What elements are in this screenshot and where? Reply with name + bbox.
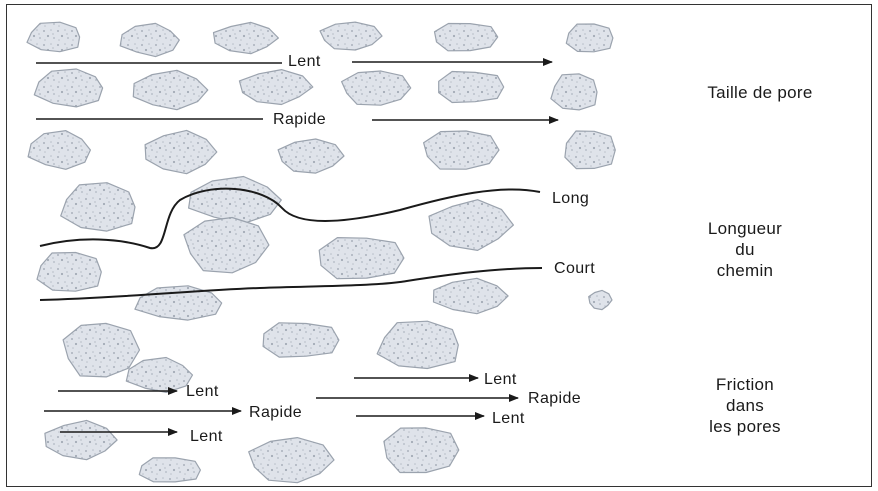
sediment-grain (214, 22, 279, 53)
path-length-line-1: Longueur (680, 218, 810, 239)
sediment-grain (551, 74, 597, 110)
sediment-grain (263, 323, 339, 357)
sediment-grain (139, 458, 200, 482)
sediment-grain (565, 131, 615, 169)
sediment-grain (239, 70, 312, 105)
sediment-grain (189, 177, 282, 224)
sediment-grain (278, 139, 344, 173)
long-path-label: Long (552, 190, 589, 207)
sediment-grain (439, 72, 504, 103)
sediment-grain (384, 428, 459, 473)
sediment-grain (429, 200, 513, 251)
path-length-line-2: du (680, 239, 810, 260)
friction-line-1: Friction (680, 374, 810, 395)
sediment-grain (435, 24, 498, 51)
sediment-grain (589, 290, 612, 309)
sediment-grain (566, 24, 613, 52)
slow-arrow-label: Lent (288, 53, 321, 70)
sediment-grain (37, 253, 101, 292)
friction-fast-label-right: Rapide (528, 390, 581, 407)
sediment-grain (424, 131, 499, 169)
sediment-grain (45, 420, 117, 459)
sediment-grain (126, 358, 192, 393)
short-path-label: Court (554, 260, 595, 277)
sediment-grain (28, 131, 90, 170)
sediment-grain (319, 238, 404, 279)
friction-slow-label-top-right: Lent (484, 371, 517, 388)
sediment-grain (34, 69, 102, 107)
sediment-grain (27, 22, 80, 52)
sediment-grain (120, 23, 179, 56)
fast-arrow-label: Rapide (273, 111, 326, 128)
sediment-grain (133, 70, 208, 109)
friction-slow-label-bottom-left: Lent (190, 428, 223, 445)
sediment-grain (249, 438, 334, 483)
sediment-grain (61, 183, 135, 231)
sediment-grain (145, 130, 217, 173)
sediment-grain (63, 323, 139, 377)
sediment-grain (377, 321, 458, 368)
friction-arrows: Lent Rapide Lent Lent Rapide Lent (44, 371, 581, 445)
sediment-grain (434, 278, 509, 313)
pore-size-category-label: Taille de pore (660, 82, 860, 103)
friction-category-label: Friction dans les pores (680, 374, 810, 437)
friction-fast-label-middle-left: Rapide (249, 404, 302, 421)
friction-slow-label-bottom-right: Lent (492, 410, 525, 427)
grain-layer (27, 22, 615, 483)
friction-line-2: dans (680, 395, 810, 416)
path-length-category-label: Longueur du chemin (680, 218, 810, 281)
friction-line-3: les pores (680, 416, 810, 437)
path-length-line-3: chemin (680, 260, 810, 281)
sediment-grain (184, 218, 269, 273)
sediment-grain (342, 71, 411, 105)
friction-slow-label-top-left: Lent (186, 383, 219, 400)
sediment-grain (320, 22, 382, 50)
